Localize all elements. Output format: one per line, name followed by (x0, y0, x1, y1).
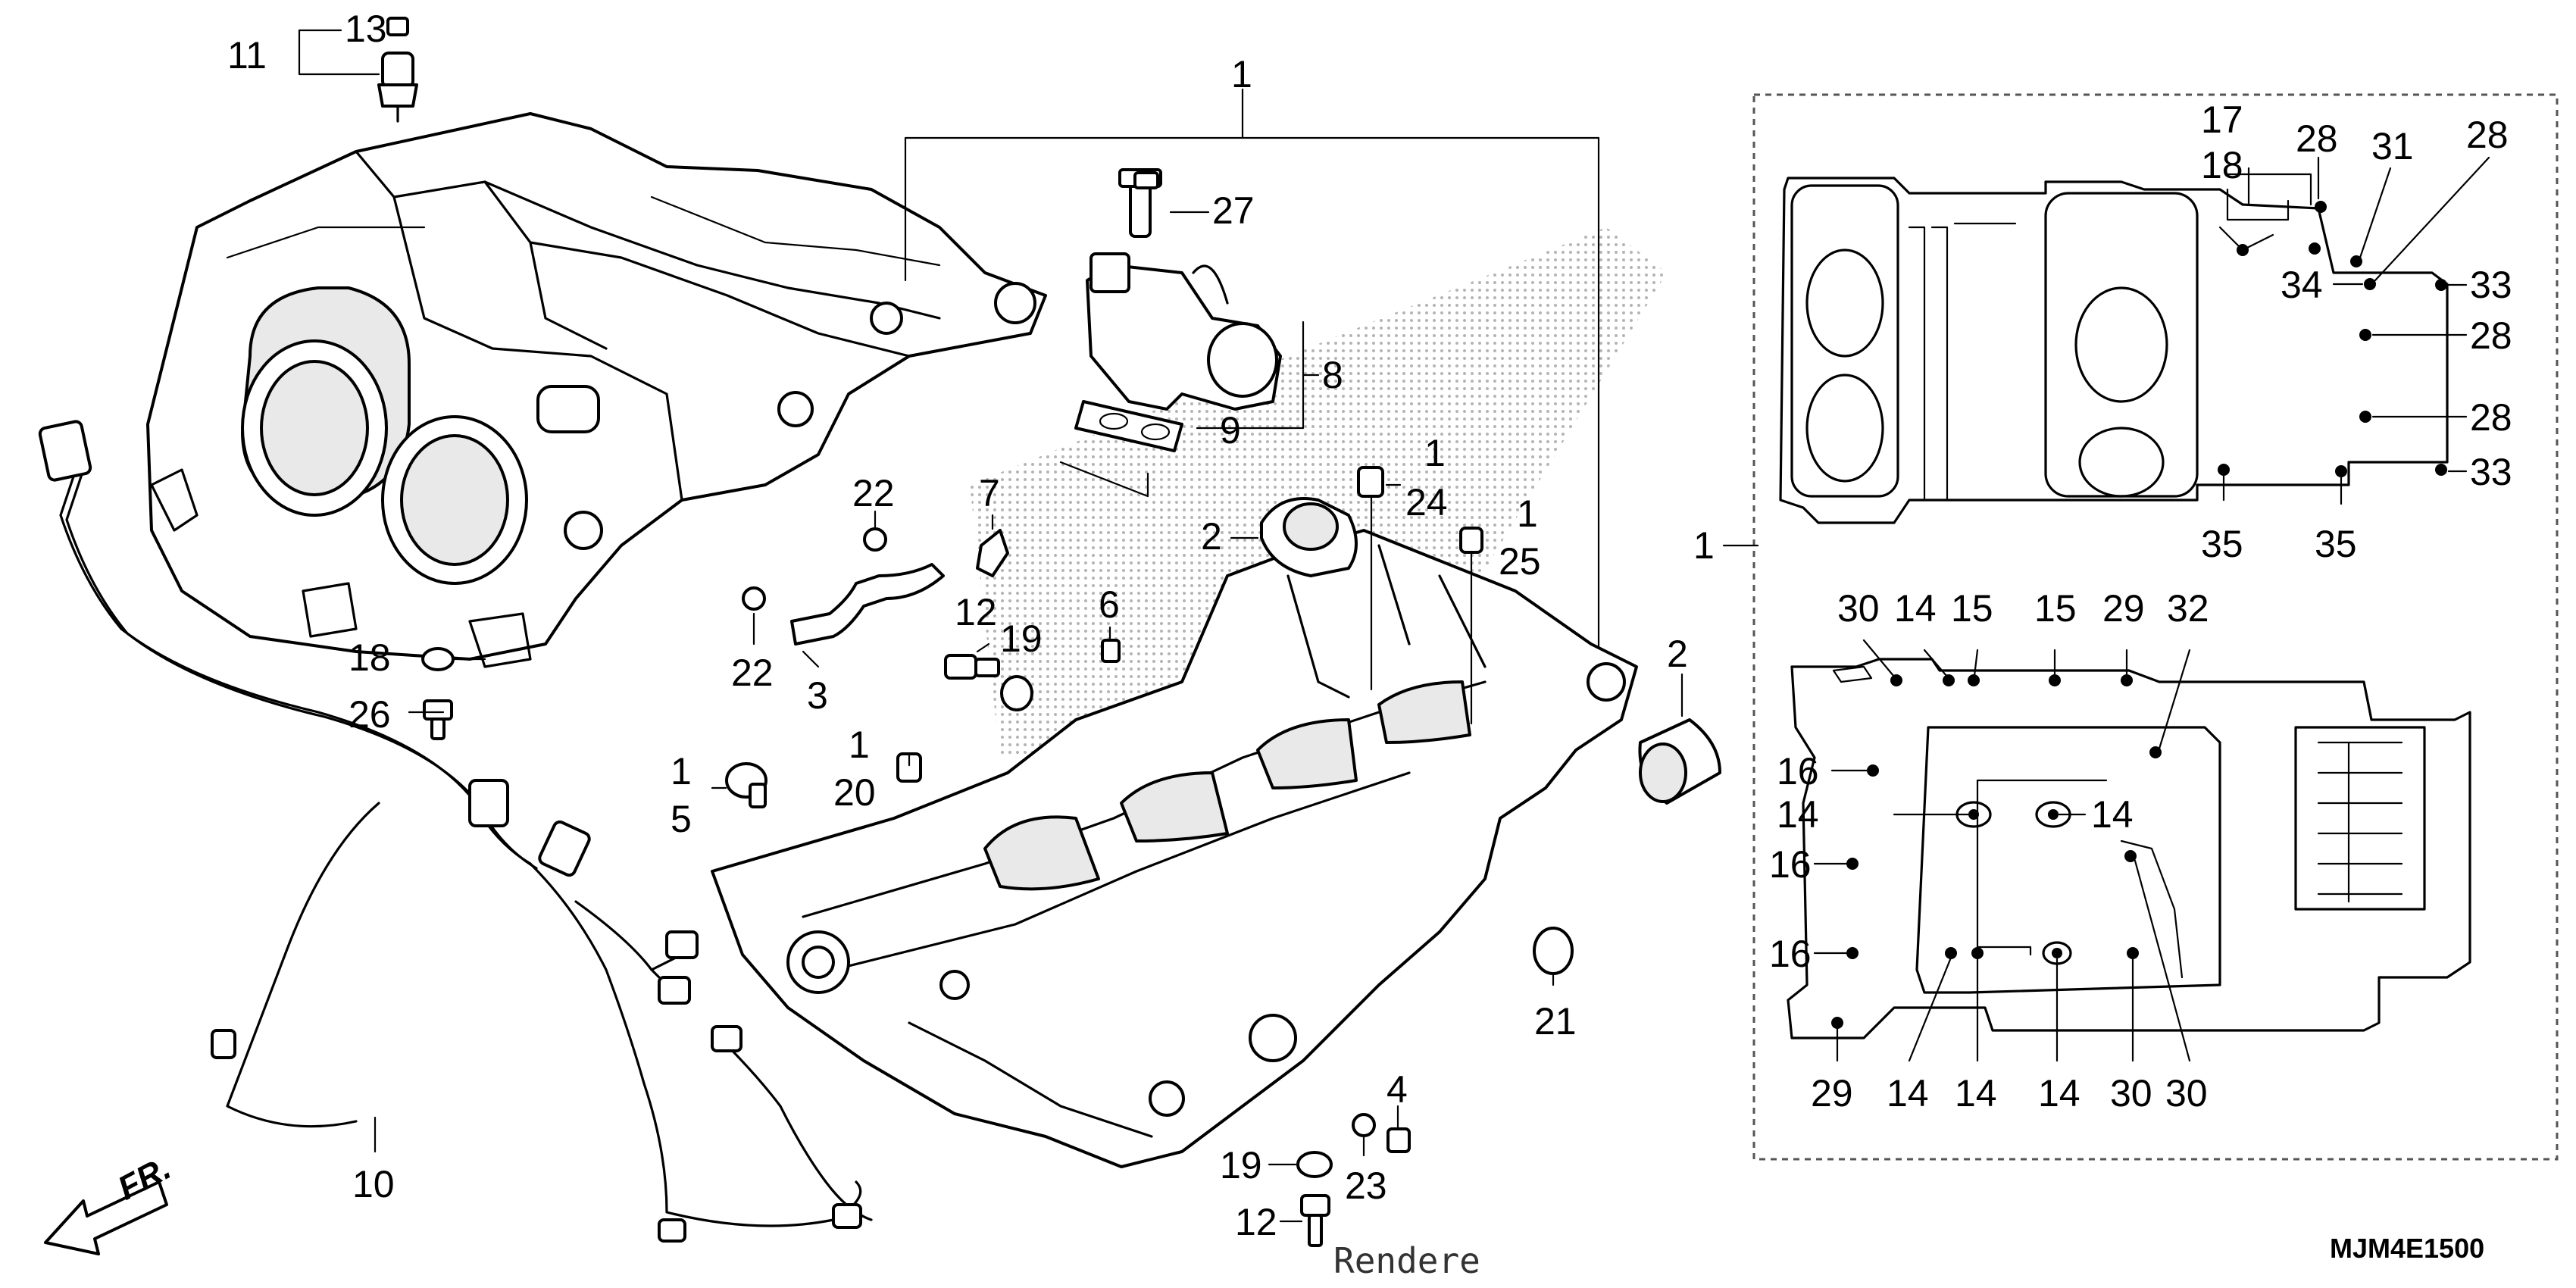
part-5-plug (725, 762, 767, 808)
part-7-clip (976, 529, 1009, 577)
lower-crankcase (711, 529, 1638, 1168)
part-12-lower-switch (1300, 1194, 1330, 1247)
part-21-seal (1533, 927, 1574, 975)
inset-callout-29-b: 29 (1811, 1072, 1853, 1114)
part-19-washer-a (1000, 675, 1033, 711)
part-3-oil-pipe (790, 563, 945, 646)
callout-6: 6 (1099, 583, 1120, 626)
callout-10: 10 (352, 1163, 395, 1205)
part-8-solenoid (1074, 168, 1282, 452)
part-2-seal-upper (1260, 497, 1358, 577)
inset-callout-14-d: 14 (1887, 1072, 1929, 1114)
inset-callout-34: 34 (2281, 264, 2323, 306)
callout-26: 26 (349, 693, 391, 736)
inset-callout-30-c: 30 (2165, 1072, 2208, 1114)
inset-callout-15-b: 15 (2034, 587, 2077, 630)
inset-lower-case-outline (1787, 639, 2471, 1062)
callout-1-for-24: 1 (1424, 432, 1446, 474)
inset-upper-case-outline (1779, 156, 2490, 524)
part-23-washer (1352, 1113, 1376, 1137)
callout-11: 11 (227, 34, 267, 77)
inset-callout-28-b: 28 (2466, 114, 2509, 156)
callout-27: 27 (1212, 189, 1255, 232)
callout-2-right: 2 (1667, 633, 1688, 675)
callout-22-upper: 22 (852, 472, 895, 514)
upper-crankcase (146, 112, 1047, 668)
callout-1-for-25: 1 (1517, 492, 1538, 535)
callout-19-upper: 19 (1000, 617, 1043, 660)
watermark-text: Rendere (1333, 1240, 1480, 1281)
part-25-dowel (1459, 527, 1483, 554)
callout-8: 8 (1322, 354, 1343, 396)
part-24-dowel (1357, 466, 1384, 498)
inset-callout-14-a: 14 (1894, 587, 1937, 630)
inset-callout-33-b: 33 (2470, 451, 2512, 493)
inset-callout-30-b: 30 (2110, 1072, 2152, 1114)
callout-2-upper: 2 (1201, 515, 1222, 558)
main-callouts: 1 13 11 27 8 9 22 7 1 24 1 25 2 2 22 3 6… (227, 8, 1688, 1243)
front-direction-arrow: FR. (44, 1149, 177, 1255)
part-6-bolt (1101, 639, 1121, 663)
diagram-code: MJM4E1500 (2330, 1233, 2484, 1264)
callout-4: 4 (1386, 1068, 1408, 1111)
part-2-seal-right (1638, 718, 1721, 805)
inset-callout-31: 31 (2371, 125, 2414, 167)
part-26-bolt (423, 699, 453, 740)
part-4-bolt (1386, 1127, 1411, 1153)
callout-9: 9 (1220, 409, 1241, 452)
inset-panel: 1 (1693, 93, 2559, 1161)
callout-7: 7 (979, 472, 1000, 514)
callout-13: 13 (345, 8, 387, 50)
inset-callout-17: 17 (2201, 98, 2243, 141)
callout-24: 24 (1405, 481, 1448, 524)
part-22-washer-a (863, 527, 887, 552)
inset-callout-28-c: 28 (2470, 314, 2512, 357)
inset-callout-30-a: 30 (1837, 587, 1880, 630)
inset-callout-32: 32 (2167, 587, 2209, 630)
inset-callout-28-d: 28 (2470, 396, 2512, 439)
part-12-switch (944, 654, 1000, 680)
part-1-bracket (904, 88, 1600, 661)
part-18-washer (421, 647, 455, 671)
inset-callout-1: 1 (1693, 524, 1715, 567)
callout-12-upper: 12 (955, 591, 997, 633)
callout-23: 23 (1345, 1165, 1387, 1207)
callout-3: 3 (807, 674, 828, 717)
callout-12-lower: 12 (1235, 1201, 1277, 1243)
inset-callout-16-b: 16 (1769, 843, 1812, 886)
inset-callout-29-a: 29 (2102, 587, 2145, 630)
inset-callout-14-f: 14 (2038, 1072, 2080, 1114)
callout-25: 25 (1499, 540, 1541, 583)
inset-callout-15-a: 15 (1951, 587, 1993, 630)
callout-1-for-20: 1 (849, 724, 870, 766)
part-11-sensor (377, 17, 418, 123)
inset-callout-16-a: 16 (1777, 750, 1819, 792)
callout-5: 5 (671, 798, 692, 840)
inset-callout-14-b: 14 (1777, 793, 1819, 836)
stipple-area (970, 227, 1667, 758)
callout-21: 21 (1534, 1000, 1577, 1043)
inset-callout-35-a: 35 (2201, 523, 2243, 565)
inset-callout-16-c: 16 (1769, 933, 1812, 975)
part-27-bolt (1133, 171, 1159, 189)
callout-22-lower: 22 (731, 652, 774, 694)
callout-20: 20 (833, 771, 876, 814)
leader-lines (298, 29, 1683, 1223)
callout-19-lower: 19 (1220, 1144, 1262, 1186)
inset-callout-14-e: 14 (1955, 1072, 1997, 1114)
inset-callout-18: 18 (2201, 144, 2243, 186)
inset-callout-35-b: 35 (2315, 523, 2357, 565)
callout-18: 18 (349, 636, 391, 679)
inset-callout-33-a: 33 (2470, 264, 2512, 306)
part-19-washer-b (1296, 1151, 1333, 1178)
inset-callout-14-c: 14 (2091, 793, 2134, 836)
part-22-washer-b (742, 586, 766, 611)
inset-callout-28-a: 28 (2296, 117, 2338, 160)
callout-1-for-5: 1 (671, 750, 692, 792)
part-10-wire-harness (38, 420, 873, 1243)
callout-1-top: 1 (1231, 53, 1252, 95)
